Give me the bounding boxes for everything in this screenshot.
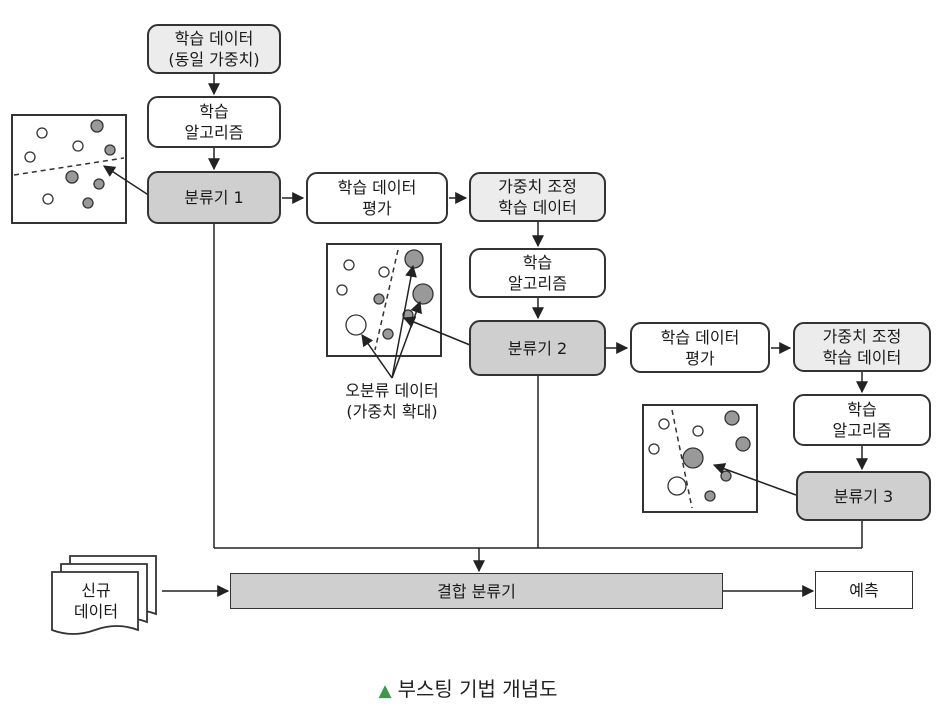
classifier-1-label: 분류기 1 — [184, 188, 244, 207]
figure-caption: ▲부스팅 기법 개념도 — [0, 676, 936, 704]
new-data-document-stack — [51, 555, 157, 635]
flow-arrows — [102, 74, 868, 597]
classifier-3-box: 분류기 3 — [796, 471, 931, 521]
weighted-data-1-line1: 가중치 조정 — [498, 177, 577, 196]
classifier-2-box: 분류기 2 — [469, 320, 606, 376]
train-data-initial-line1: 학습 데이터 — [174, 29, 254, 48]
caption-text: 부스팅 기법 개념도 — [397, 677, 558, 701]
algorithm-1-line2: 알고리즘 — [184, 123, 244, 142]
prediction-box: 예측 — [815, 571, 913, 609]
train-data-initial-line2: (동일 가중치) — [168, 50, 260, 69]
misclassified-label: 오분류 데이터 (가중치 확대) — [330, 380, 454, 422]
algorithm-box-2: 학습 알고리즘 — [469, 248, 606, 298]
algorithm-2-line2: 알고리즘 — [508, 274, 567, 293]
classifier-1-box: 분류기 1 — [147, 171, 281, 224]
evaluate-1-line2: 평가 — [362, 199, 392, 218]
algorithm-3-line2: 알고리즘 — [832, 421, 892, 440]
algorithm-3-line1: 학습 — [847, 400, 877, 419]
classifier-3-label: 분류기 3 — [833, 486, 894, 506]
scatter-panel-2 — [326, 243, 442, 357]
evaluate-2-line1: 학습 데이터 — [660, 327, 740, 347]
evaluate-2-line2: 평가 — [685, 348, 715, 368]
train-data-initial-box: 학습 데이터 (동일 가중치) — [147, 24, 281, 74]
new-data-label: 신규 데이터 — [54, 580, 138, 622]
scatter-panel-3 — [642, 404, 758, 513]
combined-classifier-box: 결합 분류기 — [230, 573, 723, 609]
evaluate-1-line1: 학습 데이터 — [337, 178, 417, 197]
weighted-data-box-1: 가중치 조정 학습 데이터 — [469, 172, 606, 222]
algorithm-2-line1: 학습 — [522, 253, 553, 272]
evaluate-box-1: 학습 데이터 평가 — [306, 172, 448, 224]
weighted-data-2-line1: 가중치 조정 — [822, 327, 902, 346]
weighted-data-box-2: 가중치 조정 학습 데이터 — [793, 322, 931, 372]
triangle-marker-icon: ▲ — [378, 681, 392, 701]
algorithm-box-1: 학습 알고리즘 — [147, 96, 281, 148]
combined-classifier-label: 결합 분류기 — [437, 581, 516, 601]
weighted-data-1-line2: 학습 데이터 — [498, 198, 577, 217]
classifier-2-label: 분류기 2 — [507, 338, 568, 358]
new-data-line2: 데이터 — [73, 602, 119, 621]
misclassified-line2: (가중치 확대) — [346, 402, 438, 421]
prediction-label: 예측 — [849, 580, 879, 600]
misclassified-line1: 오분류 데이터 — [345, 381, 439, 400]
algorithm-1-line1: 학습 — [199, 102, 229, 121]
algorithm-box-3: 학습 알고리즘 — [793, 394, 931, 446]
new-data-line1: 신규 — [81, 581, 111, 600]
evaluate-box-2: 학습 데이터 평가 — [630, 322, 770, 373]
weighted-data-2-line2: 학습 데이터 — [822, 348, 902, 367]
